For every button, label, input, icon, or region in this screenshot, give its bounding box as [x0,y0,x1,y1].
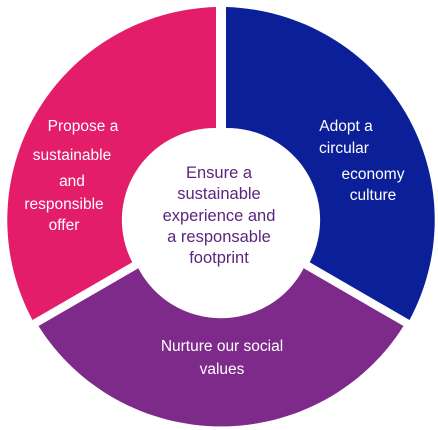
label-line: and [59,173,85,190]
center-label-line: a responsable [167,228,271,246]
label-line: responsible [24,196,103,213]
label-line: Adopt a [319,118,373,135]
label-circular-economy: Adopt a circular economy culture [319,118,405,204]
segment-sustainable-offer [7,7,217,320]
center-label-line: experience and [163,207,276,225]
center-circle [129,128,313,312]
center-label-line: Ensure a [186,164,253,182]
center-label-line: sustainable [177,185,260,203]
label-line: offer [49,217,80,234]
label-line: economy [342,166,405,183]
label-line: Propose a [48,118,119,135]
label-line: culture [350,187,397,204]
label-line: values [200,361,245,378]
center-label-line: footprint [189,249,249,267]
center-label: Ensure a sustainable experience and a re… [163,164,276,267]
segment-circular-economy [226,7,435,320]
label-line: Nurture our social [161,338,283,355]
label-social-values: Nurture our social values [161,338,283,378]
segment-social-values [38,268,404,427]
label-sustainable-offer: Propose a sustainable and responsible of… [24,118,118,234]
label-line: circular [319,140,369,157]
label-line: sustainable [33,147,111,164]
